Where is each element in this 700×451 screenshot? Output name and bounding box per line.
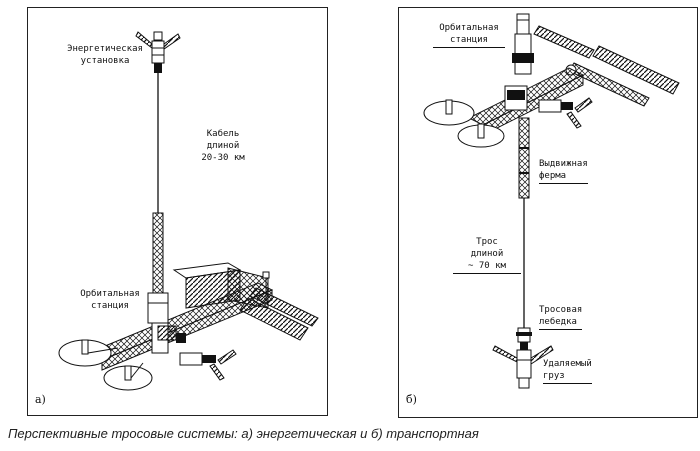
panel-b-transport-system: Орбитальная станция Выдвижная ферма Трос…	[398, 7, 698, 418]
solar-array-top	[533, 25, 680, 107]
panel-a-letter: а)	[35, 393, 46, 406]
solar-array-right	[239, 271, 319, 341]
solar-dishes-b	[423, 99, 505, 148]
docked-spacecraft	[179, 349, 237, 381]
station-core-module	[147, 292, 186, 354]
label-orbital-station-b: Орбитальная станция	[433, 22, 505, 48]
label-tether-length: Трос длиной ~ 70 км	[453, 236, 521, 274]
station-upper-stack	[512, 13, 534, 75]
main-truss-b	[467, 67, 585, 136]
label-orbital-station: Орбитальная станция	[80, 289, 140, 311]
panel-a-drawing	[58, 31, 319, 391]
extendable-truss	[518, 117, 530, 199]
panel-a-energy-system: Энергетическая установка Кабель длиной 2…	[27, 7, 328, 416]
solar-dishes	[58, 339, 153, 391]
figure-caption: Перспективные тросовые системы: а) энерг…	[8, 426, 479, 441]
vertical-truss	[152, 212, 164, 294]
label-extendable-truss: Выдвижная ферма	[539, 158, 588, 184]
label-removable-payload: Удаляемый груз	[543, 358, 592, 384]
removable-payload	[492, 345, 554, 389]
tether-winch	[516, 327, 532, 350]
panel-b-letter: б)	[406, 393, 417, 406]
label-power-unit: Энергетическая установка	[67, 44, 143, 66]
power-unit-module	[135, 31, 181, 73]
panel-b-drawing	[423, 13, 680, 389]
label-tether-winch: Тросовая лебедка	[539, 304, 583, 330]
label-cable-length: Кабель длиной 20-30 км	[201, 129, 245, 163]
docked-spacecraft-b	[538, 97, 593, 129]
